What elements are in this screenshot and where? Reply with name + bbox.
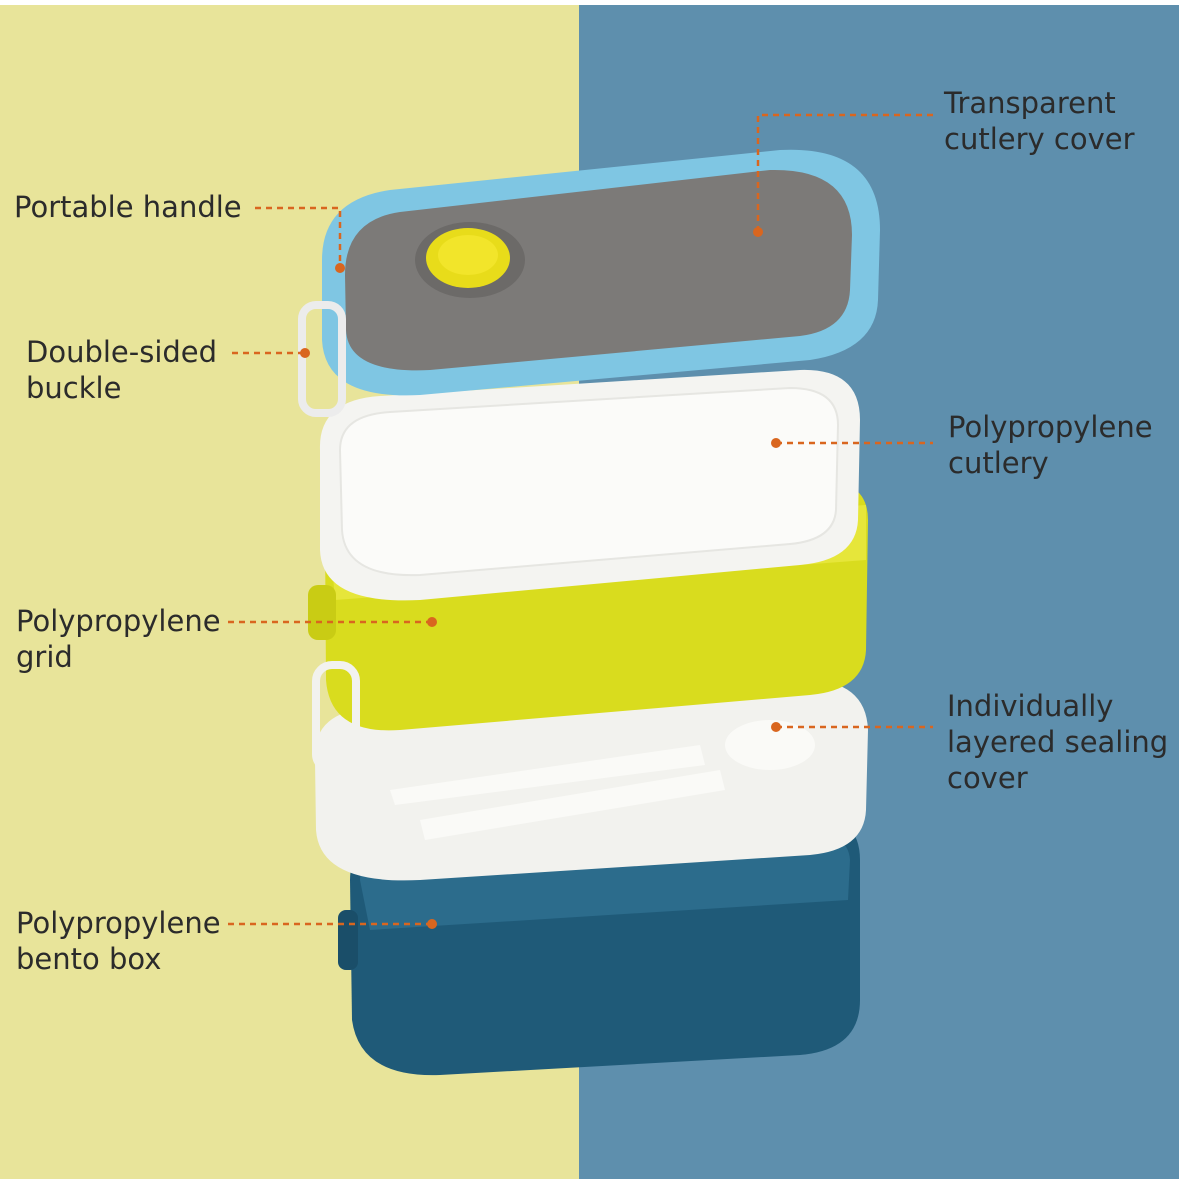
polypropylene-cutlery-lid: [319, 369, 860, 601]
label-portable-handle: Portable handle: [14, 189, 242, 225]
leader-dots: [300, 227, 781, 929]
label-line: layered sealing: [947, 725, 1169, 759]
label-line: Double-sided: [26, 335, 218, 369]
label-transparent-cutlery-cover: Transparent cutlery cover: [944, 85, 1135, 157]
label-sealing-cover: Individually layered sealing cover: [947, 688, 1168, 796]
label-line: Portable handle: [14, 190, 242, 224]
label-line: cutlery cover: [944, 122, 1135, 156]
label-line: buckle: [26, 371, 122, 405]
sealing-cover: [314, 679, 869, 881]
label-line: Polypropylene: [16, 906, 221, 940]
label-line: Transparent: [944, 86, 1116, 120]
label-line: bento box: [16, 942, 162, 976]
label-line: Polypropylene: [948, 410, 1153, 444]
label-polypropylene-grid: Polypropylene grid: [16, 603, 221, 675]
transparent-cover: [298, 149, 880, 417]
label-polypropylene-cutlery: Polypropylene cutlery: [948, 409, 1153, 481]
label-line: cover: [947, 761, 1028, 795]
label-line: grid: [16, 640, 73, 674]
label-line: cutlery: [948, 446, 1049, 480]
label-line: Individually: [947, 689, 1114, 723]
leader-lines: [228, 113, 933, 926]
label-polypropylene-bento-box: Polypropylene bento box: [16, 905, 221, 977]
label-double-sided-buckle: Double-sided buckle: [26, 334, 217, 406]
label-line: Polypropylene: [16, 604, 221, 638]
